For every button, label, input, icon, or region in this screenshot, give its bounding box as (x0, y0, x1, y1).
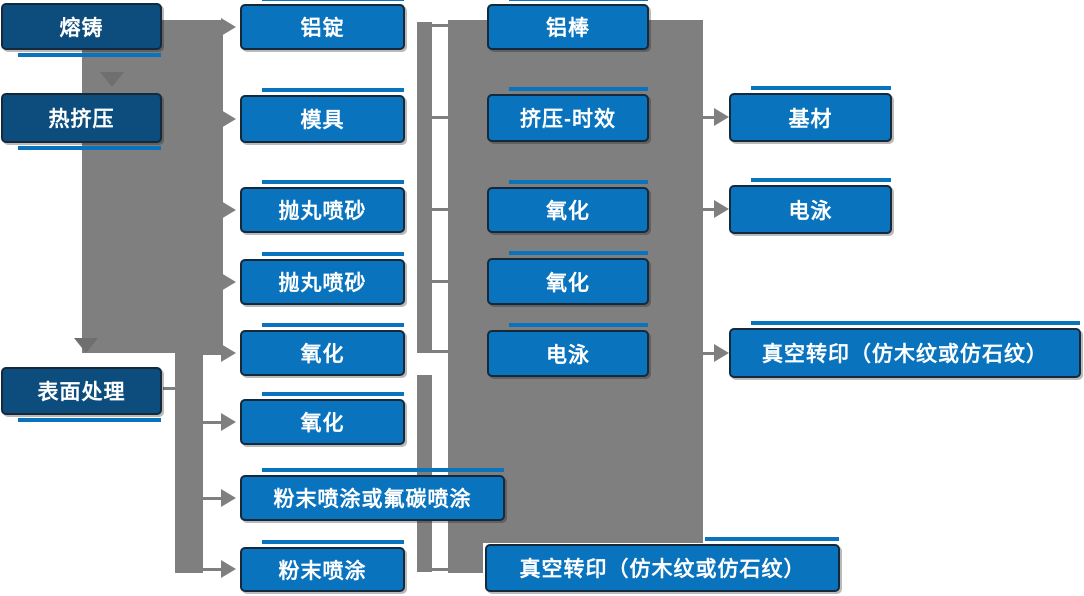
arrow-right-row3 (221, 201, 236, 219)
connector-stub-row6 (203, 421, 221, 424)
arrow-right-row7 (221, 489, 236, 507)
connector-mid-stub-row1 (432, 24, 448, 27)
arrow-right-row6 (221, 413, 236, 431)
arrow-right-row2 (221, 110, 236, 128)
connector-right-stub-row5 (703, 352, 715, 355)
node-oxidation-2: 氧化 (240, 392, 405, 445)
node-shot-blasting-2: 抛丸喷砂 (240, 252, 405, 305)
connector-mid-stub-row4 (432, 280, 448, 283)
connector-left-lower-bar (175, 335, 203, 573)
connector-mid-stub-row8 (432, 568, 448, 571)
connector-mid-stub-row2 (432, 116, 448, 119)
connector-right-stub-row3 (703, 208, 715, 211)
node-powder-or-fluorocarbon-coating: 粉末喷涂或氟碳喷涂 (240, 468, 505, 521)
arrow-right-to-vacuum-transfer (714, 344, 729, 362)
connector-center-block-foot (448, 543, 483, 573)
connector-right-stub-row2 (703, 116, 715, 119)
arrow-right-to-base-material (714, 108, 729, 126)
node-electrophoresis-2: 电泳 (729, 178, 892, 234)
node-hot-extrusion: 热挤压 (1, 93, 162, 150)
connector-mid-bar-lower (417, 375, 432, 572)
connector-left-block (82, 20, 223, 353)
node-surface-treatment: 表面处理 (1, 367, 162, 422)
arrow-right-row8 (221, 560, 236, 578)
node-mold: 模具 (240, 88, 405, 143)
node-electrophoresis-1: 电泳 (487, 323, 649, 377)
connector-mid-bar-upper (417, 22, 432, 353)
node-aluminum-ingot: 铝锭 (240, 0, 405, 50)
node-aluminum-rod: 铝棒 (487, 0, 649, 50)
connector-stub-row7 (203, 497, 221, 500)
arrow-right-row4 (221, 273, 236, 291)
arrow-right-row5 (221, 344, 236, 362)
arrow-down-to-hot-extrusion (100, 72, 124, 87)
node-extrusion-aging: 挤压-时效 (487, 87, 649, 142)
node-base-material: 基材 (729, 86, 892, 142)
node-oxidation-1: 氧化 (240, 323, 405, 376)
arrow-right-row1 (221, 18, 236, 36)
connector-stub-row5 (203, 352, 221, 355)
node-powder-coating: 粉末喷涂 (240, 540, 405, 592)
connector-surface-treatment-stub (163, 387, 175, 390)
connector-stub-row8 (203, 568, 221, 571)
arrow-right-to-electrophoresis (714, 200, 729, 218)
connector-mid-stub-row3 (432, 208, 448, 211)
connector-mid-stub-row5 (432, 350, 448, 353)
node-vacuum-transfer-print-1: 真空转印（仿木纹或仿石纹） (729, 321, 1081, 378)
arrow-down-to-surface-treatment (74, 338, 98, 353)
node-oxidation-4: 氧化 (487, 251, 649, 305)
node-melting-casting: 熔铸 (1, 3, 162, 57)
node-vacuum-transfer-print-2: 真空转印（仿木纹或仿石纹） (485, 537, 840, 592)
node-shot-blasting-1: 抛丸喷砂 (240, 180, 405, 233)
node-oxidation-3: 氧化 (487, 180, 649, 233)
